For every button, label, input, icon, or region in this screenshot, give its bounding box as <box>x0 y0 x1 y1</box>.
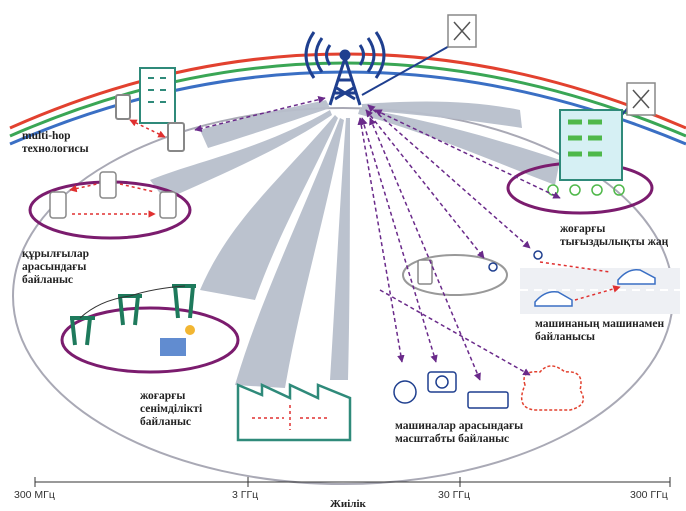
axis-tick-label: 300 МГц <box>14 489 55 501</box>
frequency-axis <box>34 477 671 487</box>
tower-links <box>194 95 561 381</box>
axis-title: Жиілік <box>330 498 366 510</box>
label-vehicle-to-vehicle: машинаның машинамен байланысы <box>535 318 665 343</box>
beam-left <box>200 115 338 300</box>
massive-machine-icons <box>393 365 585 411</box>
axis-tick-label: 3 ГГц <box>232 489 259 501</box>
office-building-icon <box>115 67 185 152</box>
road-cars <box>520 250 680 314</box>
label-device-communication: құрылғылар арасындағы байланыс <box>22 248 90 286</box>
label-multihop: multi-hop технологисы <box>22 130 89 155</box>
multihop-link <box>129 119 166 138</box>
label-high-density: жоғарғы тығыздылықты жаң <box>560 223 669 248</box>
axis-tick-label: 300 ГГц <box>630 489 668 501</box>
beam-devices <box>150 110 332 200</box>
beam-center <box>330 118 350 380</box>
beam-reliable <box>235 118 344 388</box>
axis-tick-label: 30 ГГц <box>438 489 470 501</box>
router-icon <box>361 14 477 96</box>
factory-icon <box>236 383 352 442</box>
label-high-reliability: жоғарғы сенімділікті байланыс <box>140 390 203 428</box>
power-grid-ring <box>60 284 240 374</box>
cell-tower-icon <box>304 31 386 106</box>
label-massive-machine: машиналар арасындағы масштабты байланыс <box>395 420 524 445</box>
high-density-building <box>506 109 654 215</box>
device-ring-phones <box>28 171 192 240</box>
